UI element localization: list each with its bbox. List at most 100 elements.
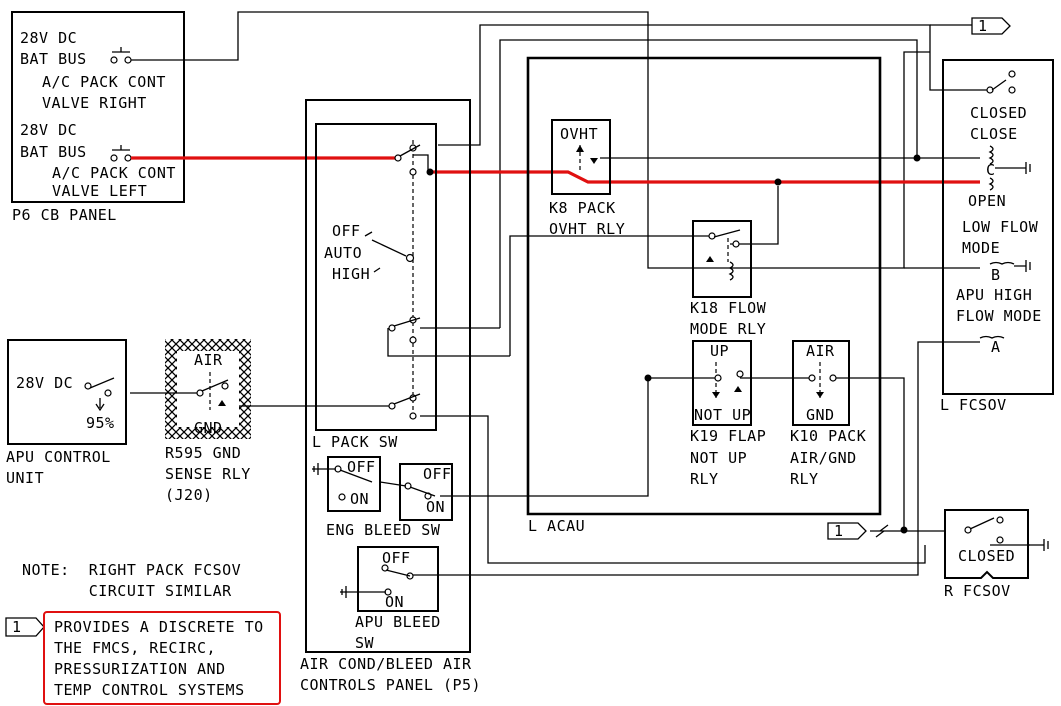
callout-line-4: TEMP CONTROL SYSTEMS: [54, 681, 245, 699]
l-fcsov: CLOSED CLOSE C OPEN LOW FLOW MODE B APU …: [940, 59, 1054, 414]
l-fcsov-a: A: [991, 338, 1001, 356]
note-line-2: CIRCUIT SIMILAR: [22, 582, 232, 600]
l-fcsov-closed: CLOSED: [970, 104, 1027, 122]
l-fcsov-close: CLOSE: [970, 125, 1018, 143]
junction-dot: [913, 154, 921, 162]
l-fcsov-b: B: [991, 266, 1001, 284]
flag-num: 1: [12, 618, 22, 636]
k10-gnd: GND: [806, 406, 835, 424]
bat-bus-1-label: BAT BUS: [20, 50, 87, 68]
energized-path: [131, 156, 980, 184]
l-fcsov-title: L FCSOV: [940, 396, 1007, 414]
pack-sw-off: OFF: [332, 222, 361, 240]
pack-sw-title: L PACK SW: [312, 433, 398, 451]
k10-title-a: K10 PACK: [790, 427, 866, 445]
bat-bus-2-voltage: 28V DC: [20, 121, 77, 139]
acau-title: L ACAU: [528, 517, 585, 535]
k19-title-c: RLY: [690, 470, 719, 488]
bleed-sw2-on: ON: [426, 498, 445, 516]
k19-notup: NOT UP: [694, 406, 751, 424]
eng-bleed-off: OFF: [347, 458, 376, 476]
flag-num: 1: [834, 522, 844, 540]
k8-title-b: OVHT RLY: [549, 220, 625, 238]
pack-sw-auto: AUTO: [324, 244, 362, 262]
apu-bleed-switch: OFF ON APU BLEED SW: [340, 546, 441, 652]
p5-title-b: CONTROLS PANEL (P5): [300, 676, 481, 694]
apu-supply: 28V DC: [16, 374, 73, 392]
r595-air: AIR: [194, 351, 223, 369]
circuit-breaker-left-icon: [110, 145, 132, 162]
callout-line-3: PRESSURIZATION AND: [54, 660, 226, 678]
valve-right-label-b: VALVE RIGHT: [42, 94, 147, 112]
k10-air: AIR: [806, 342, 835, 360]
valve-left-label-a: A/C PACK CONT: [52, 164, 176, 182]
junction-dot: [644, 374, 652, 382]
apu-title-a: APU CONTROL: [6, 448, 111, 466]
apu-percent: 95%: [86, 414, 115, 432]
p5-panel: AIR COND/BLEED AIR CONTROLS PANEL (P5): [300, 99, 481, 694]
l-fcsov-open: OPEN: [968, 192, 1006, 210]
k10-title-b: AIR/GND: [790, 449, 857, 467]
l-pack-switch: OFF AUTO HIGH L PACK SW: [312, 123, 437, 451]
note-line-1: NOTE: RIGHT PACK FCSOV: [22, 561, 241, 579]
l-fcsov-apu-b: FLOW MODE: [956, 307, 1042, 325]
k19-title-a: K19 FLAP: [690, 427, 766, 445]
r595-ground-sense-relay: AIR GND R595 GND SENSE RLY (J20): [165, 339, 251, 504]
l-acau: L ACAU: [526, 56, 882, 535]
p6-cb-panel: 28V DC BAT BUS A/C PACK CONT VALVE RIGHT…: [11, 11, 185, 224]
r595-title-b: SENSE RLY: [165, 465, 251, 483]
flag-1-top: 1: [971, 17, 1011, 35]
l-fcsov-low-b: MODE: [962, 239, 1000, 257]
k18-title-a: K18 FLOW: [690, 299, 767, 317]
eng-bleed-on: ON: [350, 490, 369, 508]
r595-title-c: (J20): [165, 486, 213, 504]
k19-up: UP: [710, 342, 729, 360]
valve-left-label-b: VALVE LEFT: [52, 182, 147, 200]
apu-bleed-off: OFF: [382, 549, 411, 567]
pack-sw-lever-icon: [371, 239, 407, 257]
flag-1-bottom: 1: [827, 522, 867, 540]
k10-pack-air-gnd-relay: AIR GND K10 PACK AIR/GND RLY: [790, 340, 866, 488]
wiring: [130, 11, 1030, 576]
flag-num: 1: [978, 17, 988, 35]
r595-title-a: R595 GND: [165, 444, 241, 462]
apu-bleed-title-b: SW: [355, 634, 375, 652]
junction-dot: [900, 526, 908, 534]
k18-title-b: MODE RLY: [690, 320, 766, 338]
eng-bleed-switch: OFF ON OFF ON ENG BLEED SW: [312, 456, 453, 539]
callout-1: 1 PROVIDES A DISCRETE TO THE FMCS, RECIR…: [5, 611, 281, 705]
r595-gnd: GND: [194, 419, 223, 437]
eng-bleed-title: ENG BLEED SW: [326, 521, 441, 539]
p6-panel-title: P6 CB PANEL: [12, 206, 117, 224]
r-fcsov: CLOSED R FCSOV: [944, 509, 1049, 600]
l-fcsov-c: C: [986, 161, 996, 179]
bleed-sw2-off: OFF: [423, 465, 452, 483]
k19-title-b: NOT UP: [690, 449, 747, 467]
pack-sw-high: HIGH: [332, 265, 370, 283]
k8-title-a: K8 PACK: [549, 199, 616, 217]
apu-title-b: UNIT: [6, 469, 44, 487]
l-fcsov-apu-a: APU HIGH: [956, 286, 1032, 304]
note: NOTE: RIGHT PACK FCSOV CIRCUIT SIMILAR: [22, 561, 241, 600]
junction-dot: [774, 178, 782, 186]
r-fcsov-title: R FCSOV: [944, 582, 1011, 600]
junction-dot: [426, 168, 434, 176]
k19-flap-not-up-relay: UP NOT UP K19 FLAP NOT UP RLY: [690, 340, 766, 488]
callout-line-1: PROVIDES A DISCRETE TO: [54, 618, 264, 636]
bat-bus-1-voltage: 28V DC: [20, 29, 77, 47]
apu-control-unit: 28V DC 95% APU CONTROL UNIT: [6, 339, 127, 487]
p5-title-a: AIR COND/BLEED AIR: [300, 655, 472, 673]
apu-bleed-title-a: APU BLEED: [355, 613, 441, 631]
callout-line-2: THE FMCS, RECIRC,: [54, 639, 216, 657]
r-fcsov-closed: CLOSED: [958, 547, 1015, 565]
l-fcsov-low-a: LOW FLOW: [962, 218, 1039, 236]
bat-bus-2-label: BAT BUS: [20, 143, 87, 161]
k8-pack-ovht-relay: OVHT K8 PACK OVHT RLY: [549, 119, 625, 238]
apu-bleed-on: ON: [385, 593, 404, 611]
k10-title-c: RLY: [790, 470, 819, 488]
valve-right-label-a: A/C PACK CONT: [42, 73, 166, 91]
k8-ovht: OVHT: [560, 125, 598, 143]
k18-flow-mode-relay: K18 FLOW MODE RLY: [690, 220, 767, 338]
